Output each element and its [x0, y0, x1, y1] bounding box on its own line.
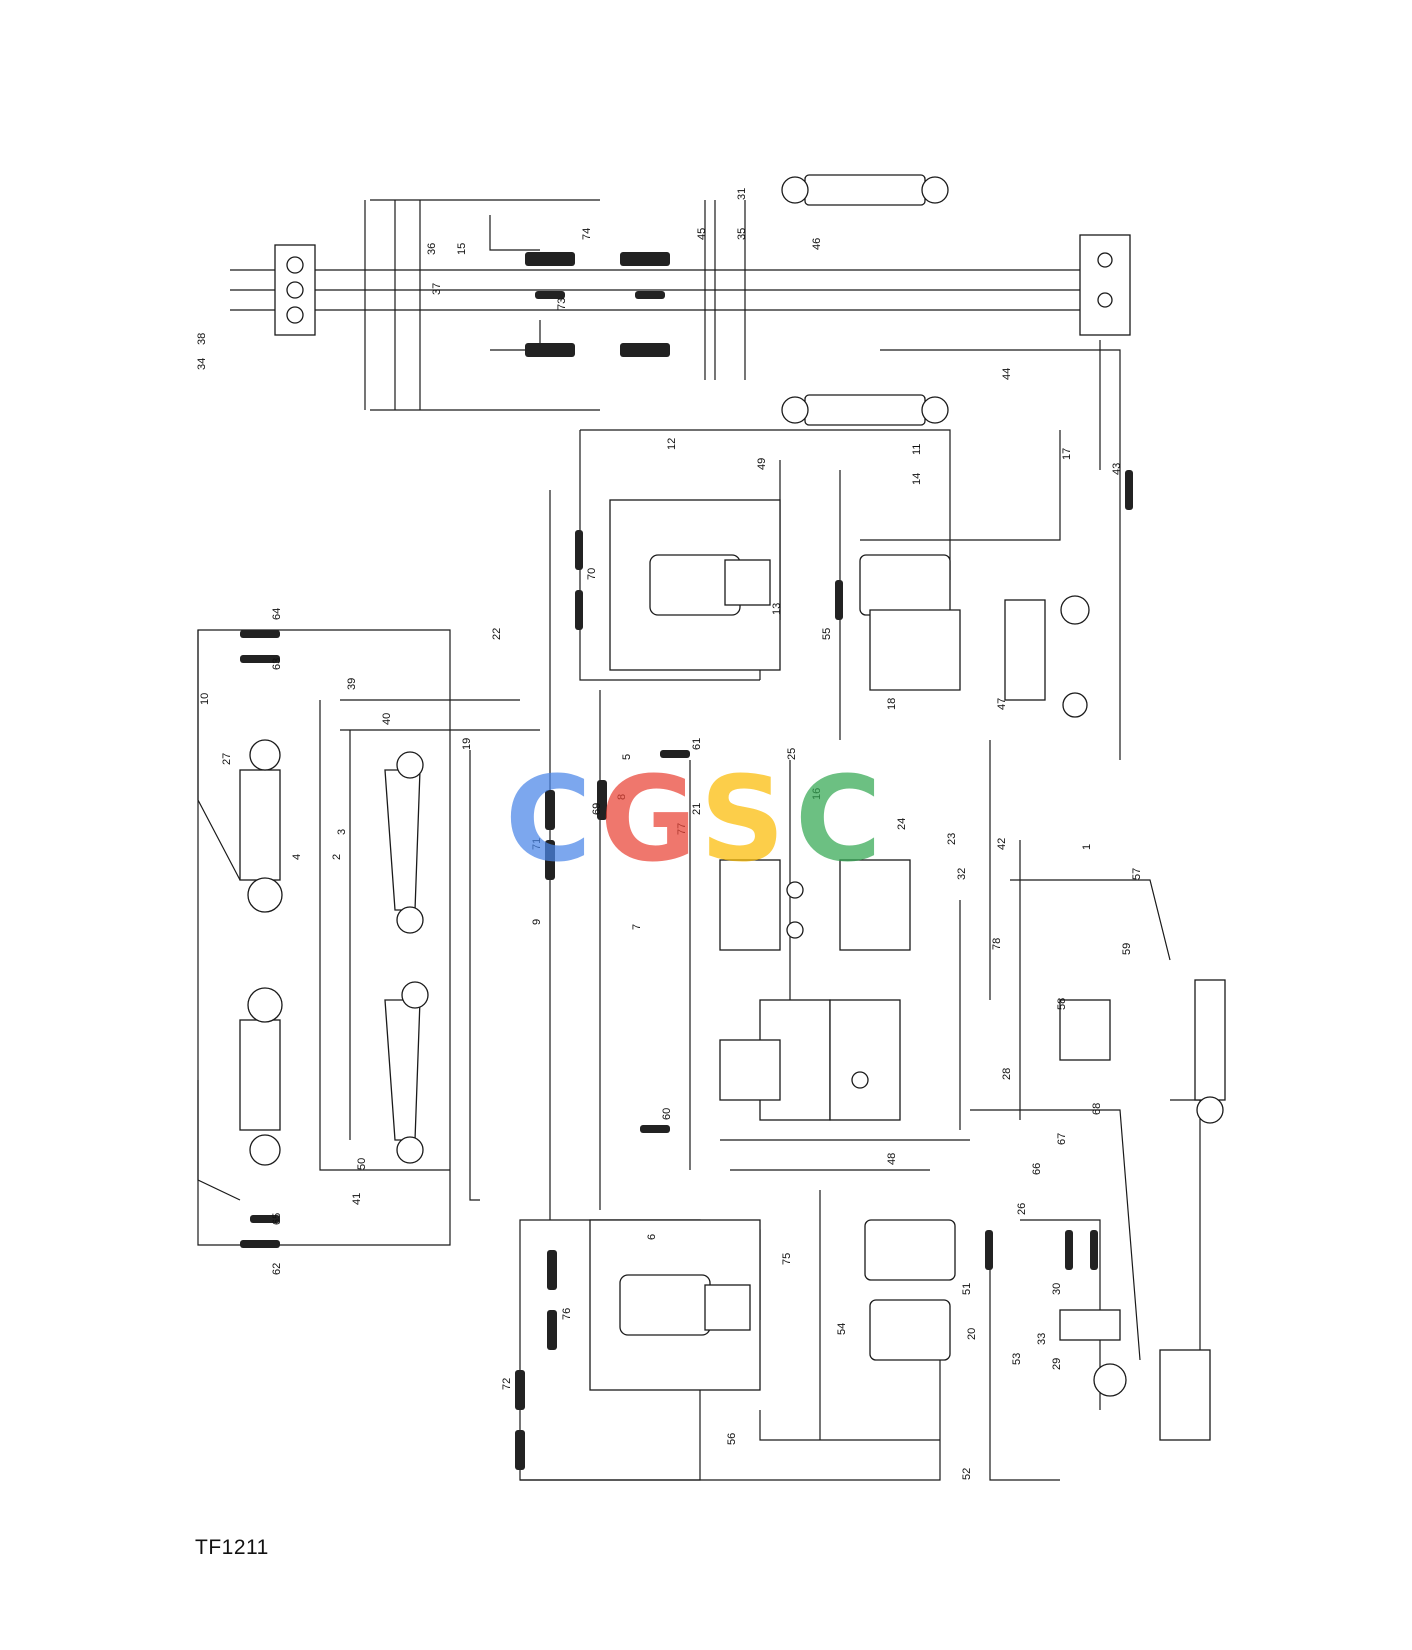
part-label-51: 51 — [961, 1283, 973, 1295]
part-label-9: 9 — [531, 919, 543, 925]
part-label-26: 26 — [1016, 1203, 1028, 1215]
watermark-letter: C — [795, 750, 882, 888]
part-label-25: 25 — [786, 748, 798, 760]
part-label-17: 17 — [1061, 448, 1073, 460]
part-label-14: 14 — [911, 473, 923, 485]
part-label-18: 18 — [886, 698, 898, 710]
part-label-67: 67 — [1056, 1133, 1068, 1145]
part-label-28: 28 — [1001, 1068, 1013, 1080]
part-label-6: 6 — [646, 1234, 658, 1240]
part-label-44: 44 — [1001, 368, 1013, 380]
part-label-70: 70 — [586, 568, 598, 580]
part-label-71: 71 — [531, 838, 543, 850]
part-label-32: 32 — [956, 868, 968, 880]
part-label-30: 30 — [1051, 1283, 1063, 1295]
part-number-labels: 1234567891011121314151617181920212223242… — [196, 188, 1143, 1480]
part-label-12: 12 — [666, 438, 678, 450]
part-label-23: 23 — [946, 833, 958, 845]
part-label-63: 63 — [271, 658, 283, 670]
part-label-24: 24 — [896, 818, 908, 830]
part-label-41: 41 — [351, 1193, 363, 1205]
part-label-4: 4 — [291, 854, 303, 860]
part-label-16: 16 — [811, 788, 823, 800]
part-label-58: 58 — [1056, 998, 1068, 1010]
part-label-73: 73 — [556, 298, 568, 310]
part-label-21: 21 — [691, 803, 703, 815]
part-label-38: 38 — [196, 333, 208, 345]
part-label-61: 61 — [691, 738, 703, 750]
part-label-56: 56 — [726, 1433, 738, 1445]
part-label-20: 20 — [966, 1328, 978, 1340]
part-label-55: 55 — [821, 628, 833, 640]
part-label-36: 36 — [426, 243, 438, 255]
part-label-1: 1 — [1081, 844, 1093, 850]
part-label-19: 19 — [461, 738, 473, 750]
part-label-50: 50 — [356, 1158, 368, 1170]
part-label-3: 3 — [336, 829, 348, 835]
part-label-76: 76 — [561, 1308, 573, 1320]
components — [239, 174, 1226, 1441]
part-label-22: 22 — [491, 628, 503, 640]
part-label-47: 47 — [996, 698, 1008, 710]
part-label-10: 10 — [199, 693, 211, 705]
part-label-39: 39 — [346, 678, 358, 690]
part-label-2: 2 — [331, 854, 343, 860]
part-label-74: 74 — [581, 228, 593, 240]
part-label-45: 45 — [696, 228, 708, 240]
part-label-60: 60 — [661, 1108, 673, 1120]
part-label-15: 15 — [456, 243, 468, 255]
part-label-11: 11 — [911, 444, 923, 455]
part-label-59: 59 — [1121, 943, 1133, 955]
watermark-letter: S — [700, 750, 785, 888]
part-label-29: 29 — [1051, 1358, 1063, 1370]
part-label-65: 65 — [271, 1213, 283, 1225]
part-label-78: 78 — [991, 938, 1003, 950]
figure-id: TF1211 — [195, 1536, 269, 1559]
part-label-43: 43 — [1111, 463, 1123, 475]
part-label-62: 62 — [271, 1263, 283, 1275]
part-label-75: 75 — [781, 1253, 793, 1265]
watermark-letter: G — [600, 750, 697, 888]
part-label-52: 52 — [961, 1468, 973, 1480]
part-label-72: 72 — [501, 1378, 513, 1390]
part-label-27: 27 — [221, 753, 233, 765]
part-label-77: 77 — [676, 823, 688, 835]
part-label-35: 35 — [736, 228, 748, 240]
part-label-37: 37 — [431, 283, 443, 295]
part-label-42: 42 — [996, 838, 1008, 850]
part-label-48: 48 — [886, 1153, 898, 1165]
part-label-40: 40 — [381, 713, 393, 725]
part-label-33: 33 — [1036, 1333, 1048, 1345]
part-label-13: 13 — [771, 603, 783, 615]
part-label-53: 53 — [1011, 1353, 1023, 1365]
hose-segments — [240, 252, 1133, 1470]
part-label-7: 7 — [631, 924, 643, 930]
part-label-5: 5 — [621, 754, 633, 760]
part-label-57: 57 — [1131, 868, 1143, 880]
part-label-64: 64 — [271, 608, 283, 620]
part-label-49: 49 — [756, 458, 768, 470]
part-label-46: 46 — [811, 238, 823, 250]
part-label-69: 69 — [591, 803, 603, 815]
part-label-54: 54 — [836, 1323, 848, 1335]
part-label-68: 68 — [1091, 1103, 1103, 1115]
part-label-34: 34 — [196, 358, 208, 370]
watermark-letter: C — [505, 750, 592, 888]
part-label-31: 31 — [736, 188, 748, 200]
part-label-66: 66 — [1031, 1163, 1043, 1175]
watermark-logo: C G S C — [505, 760, 925, 880]
part-label-8: 8 — [616, 794, 628, 800]
